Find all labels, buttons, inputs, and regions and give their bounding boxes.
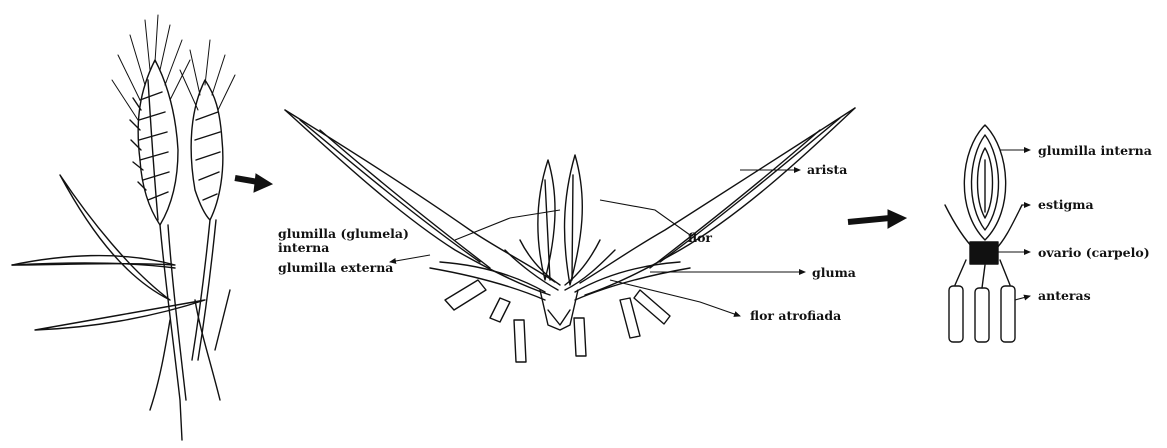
- flower-labels: glumilla interna estigma ovario (carpelo…: [1038, 143, 1152, 303]
- label-flor-atrofiada: flor atrofiada: [750, 308, 841, 323]
- label-flor: flor: [688, 230, 712, 245]
- label-glumilla-externa: glumilla externa: [278, 260, 393, 275]
- label-glumilla-interna-line2: interna: [278, 240, 329, 255]
- label-ovario: ovario (carpelo): [1038, 245, 1150, 260]
- label-arista: arista: [807, 162, 847, 177]
- wheat-plant-illustration: [12, 15, 235, 440]
- spikelet-leader-lines: [390, 170, 805, 316]
- arrow-plant-to-spikelet: [235, 174, 272, 192]
- label-glumilla-interna: glumilla interna: [1038, 143, 1152, 158]
- arrow-spikelet-to-flower: [848, 210, 906, 228]
- label-anteras: anteras: [1038, 288, 1091, 303]
- label-gluma: gluma: [812, 265, 856, 280]
- flower-leader-lines: [998, 150, 1030, 300]
- label-estigma: estigma: [1038, 197, 1094, 212]
- label-glumilla-interna-line1: glumilla (glumela): [278, 226, 409, 241]
- flower-illustration: [945, 125, 1022, 342]
